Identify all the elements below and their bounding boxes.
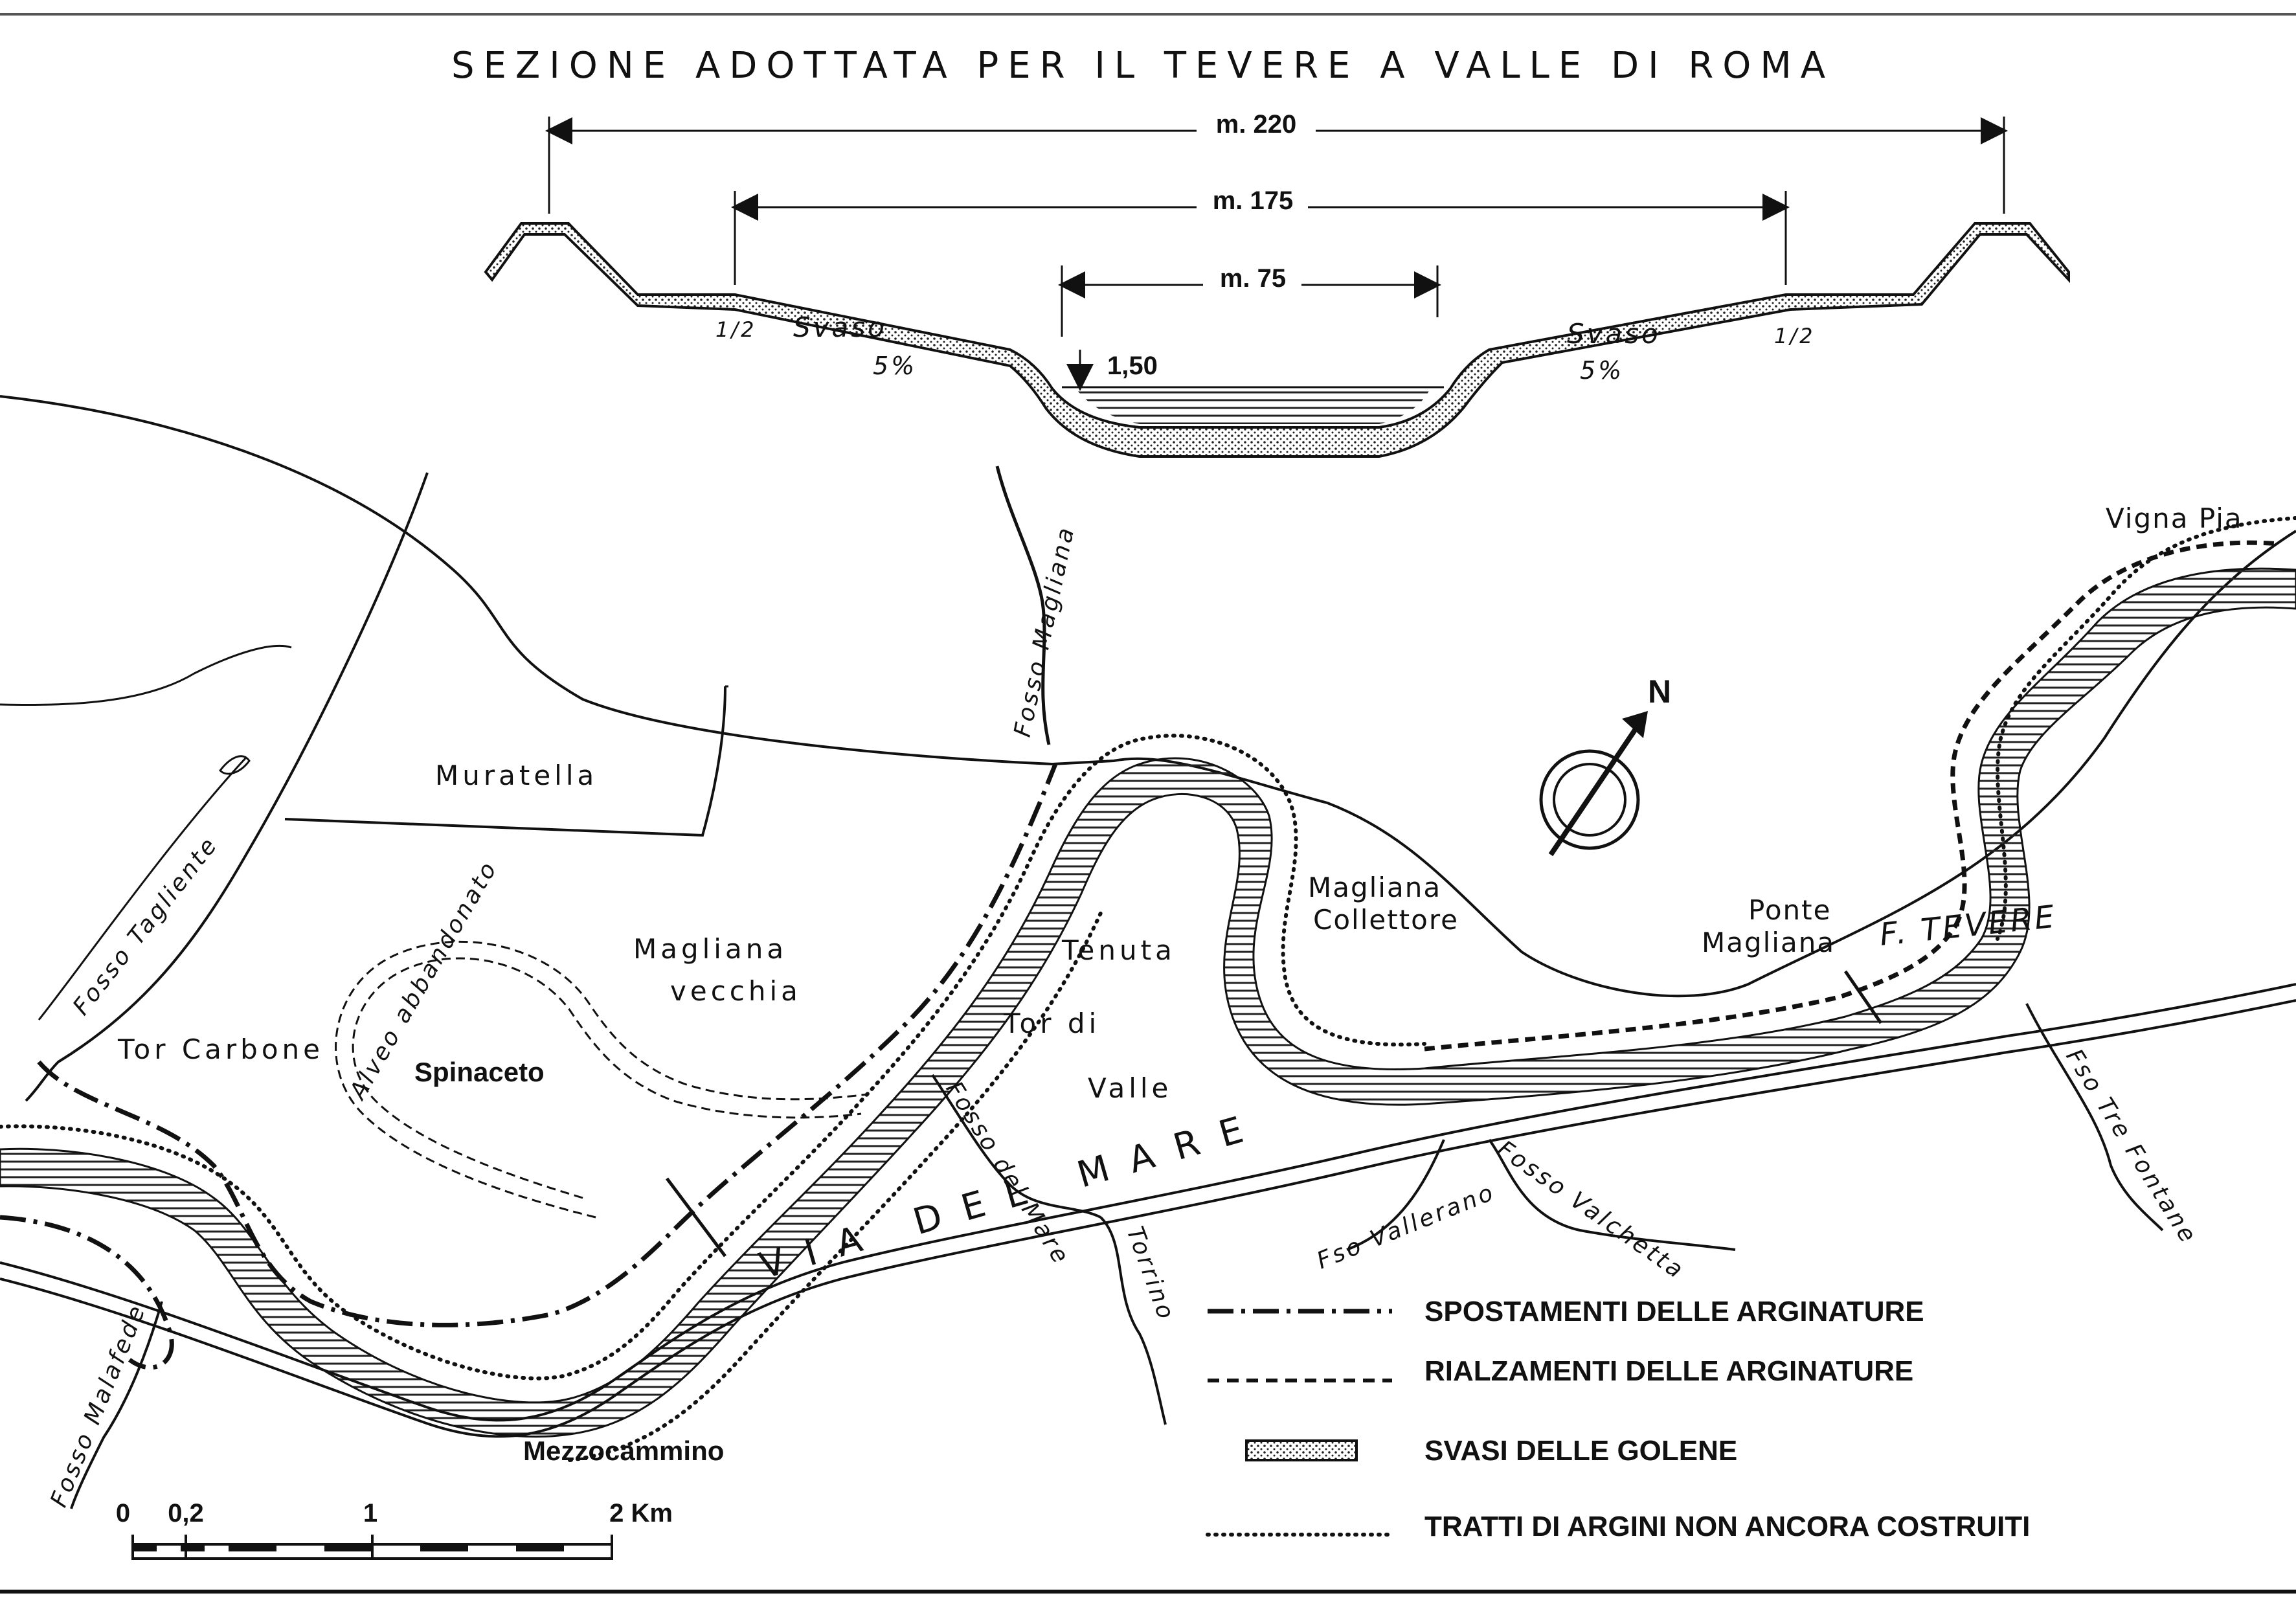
- dimension-label-75: m. 75: [1220, 264, 1286, 293]
- alveo-abbandonato: [335, 940, 868, 1219]
- fosso-magliana-line: [995, 466, 1051, 745]
- golena-dotted-outer: [0, 734, 1426, 1380]
- label-tenuta: Tenuta: [1061, 934, 1176, 966]
- label-vallerano: Fso Vallerano: [1313, 1179, 1499, 1275]
- relocated-embankment-south: [0, 1215, 174, 1370]
- golena-dotted-inner: [568, 911, 1103, 1462]
- label-mezzocammino: Mezzocammino: [523, 1436, 724, 1466]
- bridge-ponte-magliana: [1843, 970, 1883, 1024]
- road-muratella: [0, 644, 292, 706]
- label-tre-fontane: Fso Tre Fontane: [2060, 1044, 2202, 1249]
- legend-label-0: SPOSTAMENTI DELLE ARGINATURE: [1424, 1296, 1924, 1327]
- label-magliana-collettore-1: Magliana: [1308, 872, 1441, 903]
- dimension-label-175: m. 175: [1213, 186, 1294, 215]
- north-arrow: N: [1539, 673, 1671, 857]
- label-vigna-pia: Vigna Pia: [2106, 502, 2243, 534]
- scale-bar: 0 0,2 1 2 Km: [116, 1499, 673, 1560]
- fosso-del-mare-line: [931, 1074, 1101, 1219]
- legend-symbol-dotted-box: [1245, 1439, 1358, 1461]
- relocated-embankment-left: [37, 763, 1058, 1327]
- road-muratella-2: [284, 686, 726, 837]
- torrino-line: [1099, 1216, 1167, 1425]
- scale-label-1: 0,2: [168, 1499, 204, 1527]
- label-ponte-magliana-1: Ponte: [1748, 894, 1831, 926]
- section-profile-fill: [484, 222, 2070, 458]
- depth-label: 1,50: [1107, 352, 1158, 380]
- cross-section: SEZIONE ADOTTATA PER IL TEVERE A VALLE D…: [451, 45, 2070, 458]
- malafede-line: [70, 1301, 163, 1509]
- legend-label-1: RIALZAMENTI DELLE ARGINATURE: [1424, 1355, 1913, 1387]
- railway-line-north: [0, 395, 2296, 998]
- section-title: SEZIONE ADOTTATA PER IL TEVERE A VALLE D…: [451, 45, 1834, 87]
- valchetta-line: [1488, 1138, 1736, 1251]
- bank-slope-right: 1/2: [1774, 324, 1816, 348]
- tevere-river: [0, 567, 2296, 1438]
- embankment-dashed-north: [1424, 925, 1958, 1052]
- north-label: N: [1648, 673, 1671, 710]
- label-valchetta: Fosso Valchetta: [1492, 1136, 1690, 1285]
- legend: SPOSTAMENTI DELLE ARGINATURE RIALZAMENTI…: [1206, 1296, 2030, 1542]
- fosso-tagliente-line: [25, 472, 429, 1102]
- legend-label-2: SVASI DELLE GOLENE: [1424, 1435, 1737, 1467]
- label-magliana-vecchia-1: Magliana: [633, 933, 787, 965]
- label-magliana-collettore-2: Collettore: [1313, 904, 1459, 936]
- vallerano-line: [1346, 1139, 1445, 1251]
- label-spinaceto: Spinaceto: [414, 1057, 545, 1087]
- scale-label-3: 2 Km: [609, 1499, 673, 1527]
- svaso-label-right: Svaso: [1567, 318, 1661, 350]
- label-malafede: Fosso Malafede: [45, 1300, 151, 1511]
- label-tor-di: Tor di: [1003, 1008, 1100, 1039]
- label-magliana-vecchia-2: vecchia: [670, 975, 802, 1007]
- bank-slope-left: 1/2: [715, 317, 757, 342]
- bridge-mezzocammino: [666, 1177, 726, 1257]
- via-del-mare: [0, 983, 2296, 1422]
- scale-label-2: 1: [363, 1499, 377, 1527]
- label-valle: Valle: [1088, 1072, 1172, 1104]
- section-water: [1075, 387, 1431, 424]
- slope-label-left: 5%: [873, 352, 917, 380]
- label-tor-carbone: Tor Carbone: [117, 1033, 324, 1065]
- scale-label-0: 0: [116, 1499, 130, 1527]
- legend-label-3: TRATTI DI ARGINI NON ANCORA COSTRUITI: [1424, 1511, 2030, 1542]
- label-muratella: Muratella: [435, 760, 598, 791]
- dimension-label-220: m. 220: [1216, 110, 1297, 139]
- tre-fontane-line: [2025, 1003, 2164, 1232]
- label-torrino: Torrino: [1121, 1223, 1180, 1325]
- label-ponte-magliana-2: Magliana: [1702, 927, 1835, 958]
- slope-label-right: 5%: [1580, 356, 1624, 385]
- embankment-dashed-east: [1950, 540, 2280, 927]
- svaso-label-left: Svaso: [793, 311, 887, 343]
- map: N Muratella Magliana vecchia Tor Carbone…: [0, 395, 2296, 1511]
